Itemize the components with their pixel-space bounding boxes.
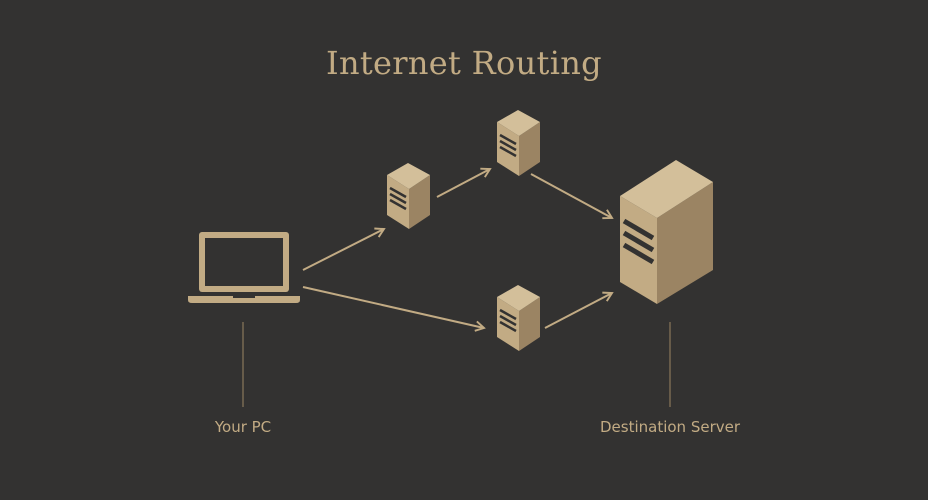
arrow-pc-to-router-1 (302, 227, 386, 271)
destination-label: Destination Server (599, 418, 741, 436)
laptop-icon (188, 232, 300, 303)
router-server-icon-2 (497, 110, 540, 176)
destination-server-icon (620, 160, 713, 304)
router-server-icon-1 (387, 163, 430, 229)
arrow-router-3-to-server (544, 291, 614, 329)
arrow-router-2-to-server (530, 173, 614, 220)
router-server-icon-3 (497, 285, 540, 351)
arrow-pc-to-router-3 (302, 286, 486, 332)
diagram-title: Internet Routing (326, 44, 602, 82)
arrow-router-1-to-router-2 (436, 167, 492, 198)
source-label: Your PC (214, 418, 272, 436)
